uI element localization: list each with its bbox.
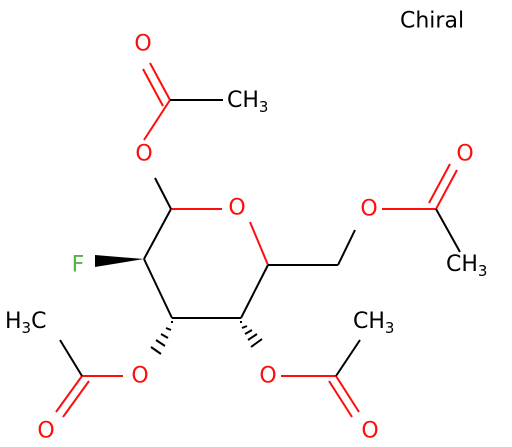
bond-carbonyl-right-b bbox=[428, 163, 451, 204]
c1-oxygen-label: O bbox=[135, 142, 152, 167]
c3-oxygen-label: O bbox=[131, 364, 148, 389]
hash-c4-o bbox=[240, 321, 263, 348]
bond-carbonyl-methyl-right bbox=[435, 208, 461, 253]
bond-c4-c5 bbox=[240, 264, 269, 319]
methyl-lower-right-sub: 3 bbox=[385, 319, 395, 337]
bond-o-carbonyl-c-top bbox=[143, 99, 171, 141]
methyl-top-label: CH3 bbox=[227, 88, 268, 117]
methyl-lower-right-label: CH3 bbox=[353, 309, 394, 338]
ring-oxygen-label: O bbox=[228, 196, 245, 221]
c6-carbonyl-oxygen-label: O bbox=[456, 142, 473, 167]
methyl-lower-left-main: H bbox=[5, 309, 22, 334]
methyl-lower-left-label: H3C bbox=[5, 309, 46, 338]
methyl-lower-left-sub: 3 bbox=[22, 319, 32, 337]
methyl-right-sub: 3 bbox=[478, 262, 488, 280]
methyl-right-main: CH bbox=[446, 252, 478, 277]
wedge-c2-f bbox=[95, 255, 144, 267]
bond-carbonyl-lower-right-a bbox=[335, 375, 360, 413]
bond-carbonyl-lower-left-b bbox=[62, 380, 90, 418]
fluorine-label: F bbox=[72, 253, 85, 278]
bond-c6-o bbox=[337, 229, 356, 266]
c3-carbonyl-oxygen-label: O bbox=[37, 419, 54, 444]
bond-carbonyl-right-a bbox=[435, 169, 458, 210]
bond-carbonyl-lower-right-b bbox=[328, 380, 353, 418]
c4-carbonyl-oxygen-label: O bbox=[361, 419, 378, 444]
bond-carbonyl-methyl-lower-left bbox=[59, 339, 83, 377]
bond-c1-o bbox=[154, 177, 172, 210]
bond-carbonyl-top-a bbox=[149, 62, 171, 101]
methyl-top-sub: 3 bbox=[259, 98, 269, 116]
bond-carbonyl-lower-left-a bbox=[55, 375, 83, 413]
methyl-top-main: CH bbox=[227, 88, 259, 113]
c1-carbonyl-oxygen-label: O bbox=[134, 32, 151, 57]
methyl-lower-left-tail: C bbox=[31, 309, 46, 334]
bond-c1-c2 bbox=[143, 208, 172, 260]
bond-carbonyl-top-b bbox=[142, 68, 164, 107]
c4-oxygen-label: O bbox=[259, 364, 276, 389]
methyl-lower-right-main: CH bbox=[353, 309, 385, 334]
methyl-right-label: CH3 bbox=[446, 252, 487, 281]
c6-oxygen-label: O bbox=[360, 197, 377, 222]
chiral-label: Chiral bbox=[400, 9, 464, 34]
bond-carbonyl-methyl-lower-right bbox=[335, 339, 361, 377]
hash-c3-o bbox=[150, 321, 173, 355]
bond-c2-c3 bbox=[143, 258, 173, 319]
bond-ring-o-c5 bbox=[249, 221, 269, 266]
